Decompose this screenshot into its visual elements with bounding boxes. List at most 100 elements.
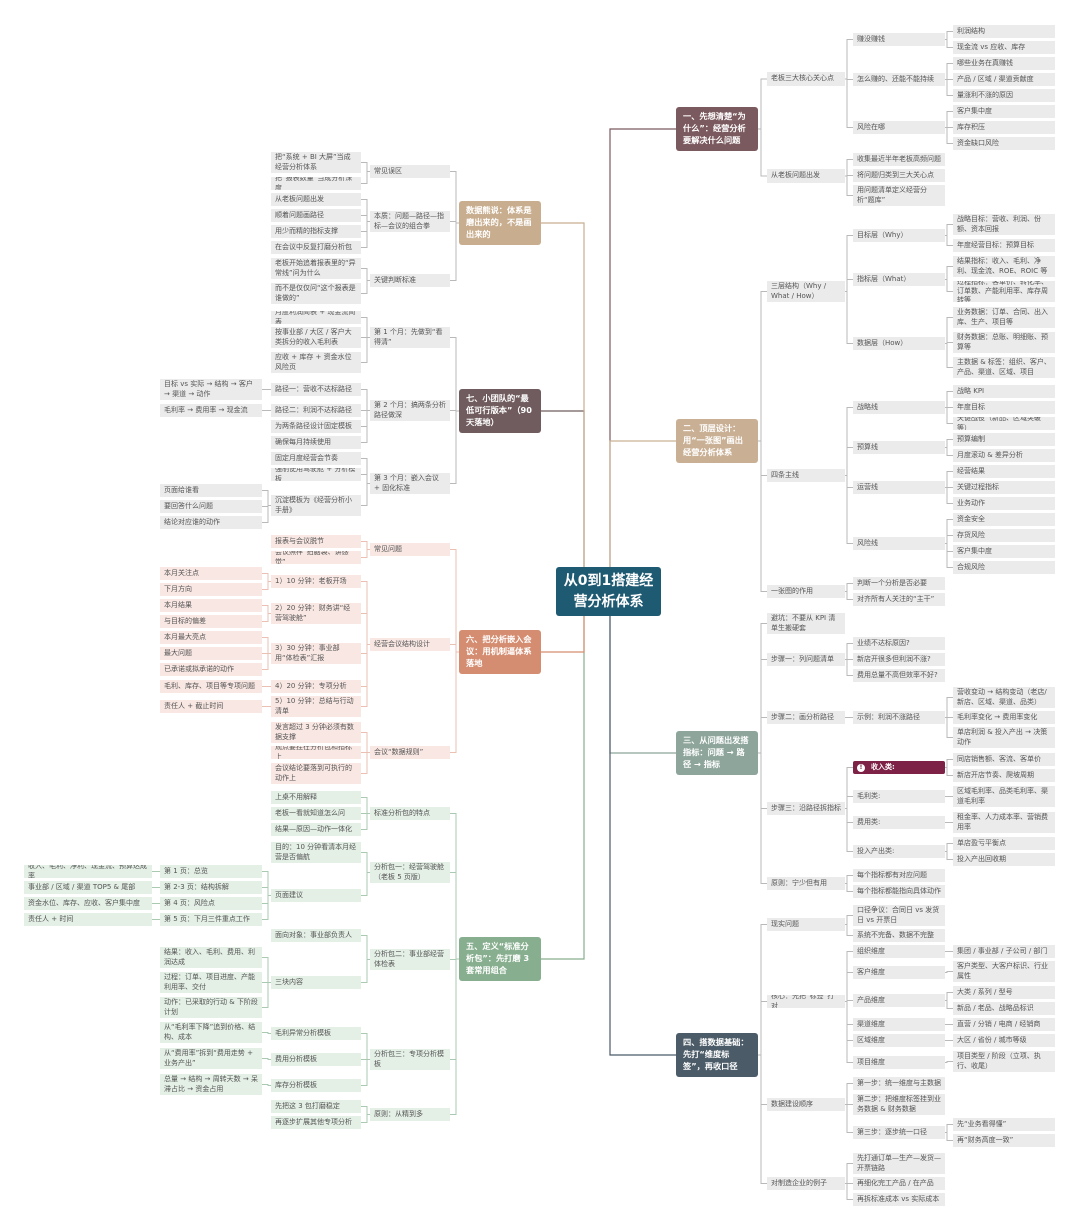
b2-strategy-item[interactable]: 年度目标 (953, 401, 1055, 414)
b4-prod-dim[interactable]: 产品维度 (853, 994, 945, 1007)
b6-slot3-item[interactable]: 本月最大亮点 (160, 631, 262, 644)
b5-pack2-item[interactable]: 动作：已采取的行动 & 下阶段计划 (160, 997, 262, 1018)
b3-principle-item[interactable]: 每个指标都能指向具体动作 (853, 885, 945, 898)
b4-order-step3-item[interactable]: 先“业务看得懂” (953, 1118, 1055, 1131)
b7-handbook-item[interactable]: 页面给谁看 (160, 484, 262, 497)
b6-slot2[interactable]: 2）20 分钟：财务讲“经营驾驶舱” (271, 603, 361, 624)
b1-from-item[interactable]: 用问题清单定义经营分析“题库” (853, 185, 945, 206)
b7-path2[interactable]: 路径二：利润不达标路径 (271, 404, 361, 417)
b5-pack1-goal[interactable]: 目的：10 分钟看清本月经营是否偏航 (271, 842, 361, 863)
b3-step2-example[interactable]: 示例：利润不涨路径 (853, 711, 945, 724)
b2-budget-item[interactable]: 月度滚动 & 差异分析 (953, 449, 1055, 462)
b4-build-order[interactable]: 数据建设顺序 (767, 1098, 845, 1111)
b5-pack2-item[interactable]: 过程：订单、项目进度、产能利用率、交付 (160, 972, 262, 993)
b5-pack1-pages[interactable]: 页面建议 (271, 889, 361, 902)
b5-cost-template[interactable]: 费用分析模板 (271, 1053, 361, 1066)
b7-path2-desc[interactable]: 毛利率 → 费用率 → 现金流 (160, 404, 262, 417)
b5-pack1[interactable]: 分析包一：经营驾驶舱（老板 5 页版） (370, 862, 450, 883)
b5-margin-template[interactable]: 毛利异常分析模板 (271, 1027, 361, 1040)
b1-how-item[interactable]: 量涨利不涨的原因 (953, 89, 1055, 102)
b4-mfg-item[interactable]: 再拆标准成本 vs 实际成本 (853, 1193, 945, 1206)
b6-slot3[interactable]: 3）30 分钟：事业部用“体检表”汇报 (271, 643, 361, 664)
b6-slot3-item[interactable]: 已承诺或拟承诺的动作 (160, 663, 262, 676)
b4-reality-item[interactable]: 口径争议：合同日 vs 发货日 vs 开票日 (853, 905, 945, 926)
b5-stock-template[interactable]: 库存分析模板 (271, 1079, 361, 1092)
b8-mis-item[interactable]: 把“系统 + BI 大屏”当成经营分析体系 (271, 152, 361, 173)
b6-rule-item[interactable]: 发言超过 3 分钟必须有数据支撑 (271, 722, 361, 743)
b2-risk-item[interactable]: 资金安全 (953, 513, 1055, 526)
b8-judge-item[interactable]: 而不是仅仅问“这个报表是谁做的” (271, 283, 361, 304)
b4-order-step2[interactable]: 第二步：把维度标签挂到业务数据 & 财务数据 (853, 1094, 945, 1115)
b4-proj-item[interactable]: 项目类型 / 阶段（立项、执行、收尾） (953, 1051, 1055, 1072)
b5-pack2-target[interactable]: 面向对象：事业部负责人 (271, 929, 361, 942)
b6-meeting-design[interactable]: 经营会议结构设计 (370, 638, 450, 651)
b4-region-dim[interactable]: 区域维度 (853, 1034, 945, 1047)
b2-one-map-item[interactable]: 判断一个分析是否必要 (853, 577, 945, 590)
b1-how-item[interactable]: 哪些业务在真赚钱 (953, 57, 1055, 70)
b1-risk-item[interactable]: 库存积压 (953, 121, 1055, 134)
b1-earn-item[interactable]: 利润结构 (953, 25, 1055, 38)
branch-4-data-base[interactable]: 四、搭数据基础：先打“维度标签”，再收口径 (676, 1033, 758, 1077)
b5-page1-desc[interactable]: 收入、毛利、净利、现金流、预算达成率 (24, 865, 152, 878)
b6-slot3-item[interactable]: 最大问题 (160, 647, 262, 660)
b3-principle-item[interactable]: 每个指标都有对应问题 (853, 869, 945, 882)
b8-key-judgement[interactable]: 关键判断标准 (370, 274, 450, 287)
b2-what-item[interactable]: 过程指标：客单价、转化率、订单数、产能利用率、库存周转等 (953, 281, 1055, 302)
b2-budget-line[interactable]: 预算线 (853, 441, 945, 454)
b7-month1[interactable]: 第 1 个月：先做到“看得清” (370, 327, 450, 348)
b5-feature-item[interactable]: 上桌不用解释 (271, 791, 361, 804)
b3-step1-item[interactable]: 费用总量不高但效率不好? (853, 669, 945, 682)
b4-order-step3-item[interactable]: 再“财务高度一致” (953, 1134, 1055, 1147)
b4-order-step1[interactable]: 第一步：统一维度与主数据 (853, 1077, 945, 1090)
b1-earn-item[interactable]: 现金流 vs 应收、库存 (953, 41, 1055, 54)
b6-data-rules[interactable]: 会议“数据规则” (370, 746, 450, 759)
b7-month1-item[interactable]: 应收 + 库存 + 资金水位风险页 (271, 352, 361, 373)
b3-step1[interactable]: 步骤一：列问题清单 (767, 653, 845, 666)
b2-how-item[interactable]: 业务数据：订单、合同、出入库、生产、项目等 (953, 307, 1055, 328)
b4-org-dim[interactable]: 组织维度 (853, 945, 945, 958)
b2-three-layers[interactable]: 三层结构（Why / What / How） (767, 281, 845, 302)
branch-5-analysis-pack[interactable]: 五、定义“标准分析包”：先打磨 3 套常用组合 (459, 937, 541, 981)
b4-prod-item[interactable]: 大类 / 系列 / 型号 (953, 986, 1055, 999)
b3-roi-item[interactable]: 投入产出回收期 (953, 853, 1055, 866)
b6-slot1-item[interactable]: 下月方向 (160, 583, 262, 596)
b2-one-map[interactable]: 一张图的作用 (767, 585, 845, 598)
b4-reality[interactable]: 现实问题 (767, 918, 845, 931)
b7-handbook-item[interactable]: 要回答什么问题 (160, 500, 262, 513)
b1-earn[interactable]: 赚没赚钱 (853, 33, 945, 46)
b4-prod-item[interactable]: 新品 / 老品、战略品标识 (953, 1002, 1055, 1015)
b7-month2-item[interactable]: 确保每月持续使用 (271, 436, 361, 449)
b4-order-step3[interactable]: 第三步：逐步统一口径 (853, 1126, 945, 1139)
b3-step2-item[interactable]: 单店利润 & 投入产出 → 决策动作 (953, 727, 1055, 748)
b2-ops-line[interactable]: 运营线 (853, 481, 945, 494)
b2-how-item[interactable]: 财务数据：总账、明细账、预算等 (953, 332, 1055, 353)
b2-risk-item[interactable]: 客户集中度 (953, 545, 1055, 558)
b7-path1-desc[interactable]: 目标 vs 实际 → 结构 → 客户 → 渠道 → 动作 (160, 379, 262, 400)
b3-avoid[interactable]: 避坑：不要从 KPI 清单生搬硬套 (767, 613, 845, 634)
b6-rule-item[interactable]: 观点要挂在分析包和指标上 (271, 746, 361, 759)
b5-stock-template-desc[interactable]: 总量 → 结构 → 周转天数 → 呆滞占比 → 资金占用 (160, 1074, 262, 1095)
b5-principle[interactable]: 原则：从精到多 (370, 1108, 450, 1121)
b7-month3-item[interactable]: 固定月度经营会节奏 (271, 452, 361, 465)
b3-step3[interactable]: 步骤三：沿路径拆指标 (767, 802, 845, 815)
b1-from-item[interactable]: 收集最近半年老板高频问题 (853, 153, 945, 166)
b2-risk-item[interactable]: 存货风险 (953, 529, 1055, 542)
b2-ops-item[interactable]: 经营结果 (953, 465, 1055, 478)
b6-common-item[interactable]: 报表与会议脱节 (271, 535, 361, 548)
b6-slot5[interactable]: 5）10 分钟：总结与行动清单 (271, 696, 361, 717)
b1-from-item[interactable]: 将问题归类到三大关心点 (853, 169, 945, 182)
b4-org-item[interactable]: 集团 / 事业部 / 子公司 / 部门 (953, 945, 1055, 958)
b4-chan-item[interactable]: 直营 / 分销 / 电商 / 经销商 (953, 1018, 1055, 1031)
b4-mfg-item[interactable]: 再细化完工产品 / 在产品 (853, 1177, 945, 1190)
b8-mis-item[interactable]: 把“报表数量”当成分析深度 (271, 177, 361, 190)
b3-roi[interactable]: 投入产出类: (853, 845, 945, 858)
b1-from-boss[interactable]: 从老板问题出发 (767, 169, 845, 183)
b6-common-problems[interactable]: 常见问题 (370, 543, 450, 556)
b2-ops-item[interactable]: 业务动作 (953, 497, 1055, 510)
b4-core-tags[interactable]: 核心：先把“标签”打对 (767, 995, 845, 1008)
b2-four-lines[interactable]: 四条主线 (767, 469, 845, 482)
b2-strategy-line[interactable]: 战略线 (853, 401, 945, 414)
b7-month3[interactable]: 第 3 个月：嵌入会议 + 固化标准 (370, 473, 450, 494)
b3-step1-item[interactable]: 新店开很多但利润不涨? (853, 653, 945, 666)
branch-8-data-bear-says[interactable]: 数据熊说：体系是磨出来的，不是画出来的 (459, 201, 541, 245)
